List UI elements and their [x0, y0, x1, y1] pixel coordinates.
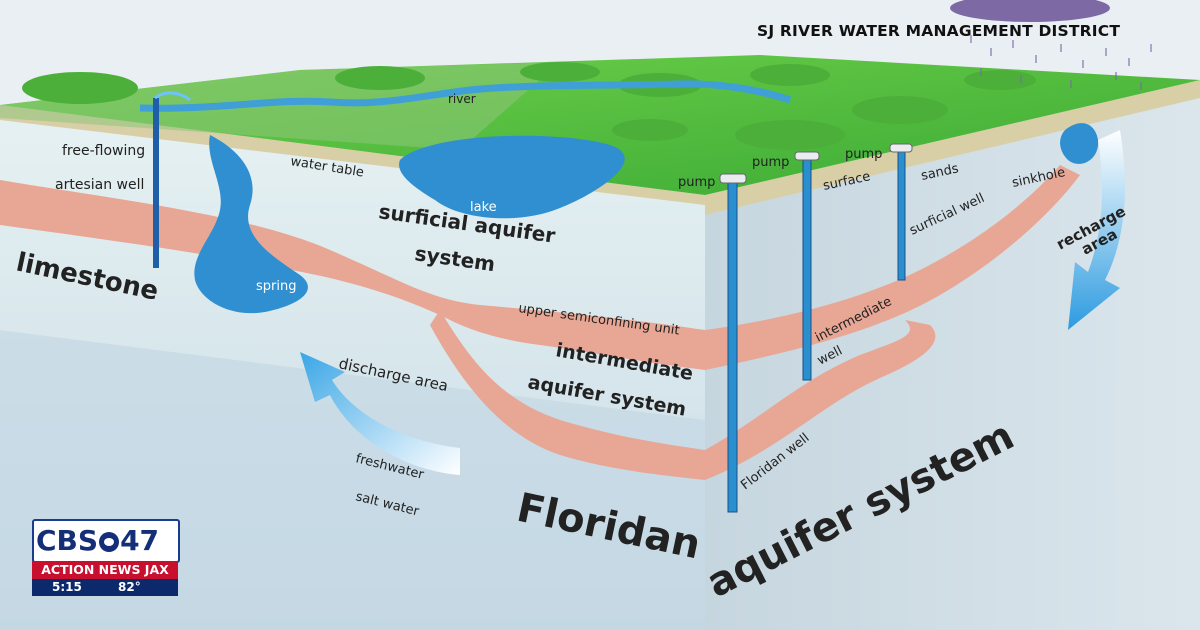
- artesian-well-flow: [154, 91, 191, 102]
- label-pump-1: pump: [678, 175, 715, 190]
- semiconfining-band-left: [0, 180, 705, 370]
- tree-clusters: [22, 62, 1036, 150]
- semiconfining-band-right: [705, 165, 1080, 370]
- surficial-well-pipe: [897, 149, 906, 281]
- artesian-well-casing: [153, 98, 159, 268]
- time-temp-bar: 5:15 82°: [32, 579, 178, 596]
- semiconfining-band-right-lower: [705, 320, 936, 480]
- label-lake: lake: [470, 200, 497, 215]
- news-name: ACTION NEWS JAX: [32, 561, 178, 579]
- network-name: CBS: [36, 524, 99, 557]
- district-title: SJ RIVER WATER MANAGEMENT DISTRICT: [757, 22, 1121, 40]
- spring-conduit: [194, 135, 308, 314]
- pump-head-2: [794, 151, 820, 161]
- semiconfining-band-left-lower: [430, 310, 705, 480]
- right-face: [705, 80, 1200, 630]
- station-logo: CBS 47 ACTION NEWS JAX 5:15 82°: [32, 519, 180, 597]
- current-temperature: 82°: [118, 580, 141, 594]
- river-channel: [139, 80, 792, 112]
- pump-head-1: [719, 173, 747, 184]
- right-sand-band: [705, 80, 1200, 215]
- pump-head-3: [889, 143, 913, 153]
- intermediate-well-pipe: [802, 157, 812, 381]
- discharge-arrow: [300, 352, 460, 475]
- rain: [970, 35, 1152, 90]
- label-artesian-well: artesian well: [55, 177, 144, 193]
- channel-number: 47: [120, 524, 160, 557]
- storm-cloud: [950, 0, 1110, 22]
- recharge-arrow: [1068, 130, 1125, 330]
- label-river: river: [448, 92, 476, 106]
- station-brand: CBS 47: [32, 519, 180, 563]
- cbs-eye-icon: [99, 532, 120, 552]
- label-pump-2: pump: [752, 155, 789, 170]
- label-spring: spring: [256, 279, 296, 294]
- lake-body: [399, 135, 625, 219]
- label-free-flowing: free-flowing: [62, 143, 145, 159]
- floridan-well-pipe: [727, 179, 738, 513]
- ground-surface-shade: [0, 62, 560, 150]
- label-pump-3: pump: [845, 147, 882, 162]
- sinkhole-water: [1060, 123, 1099, 164]
- current-time: 5:15: [52, 580, 82, 594]
